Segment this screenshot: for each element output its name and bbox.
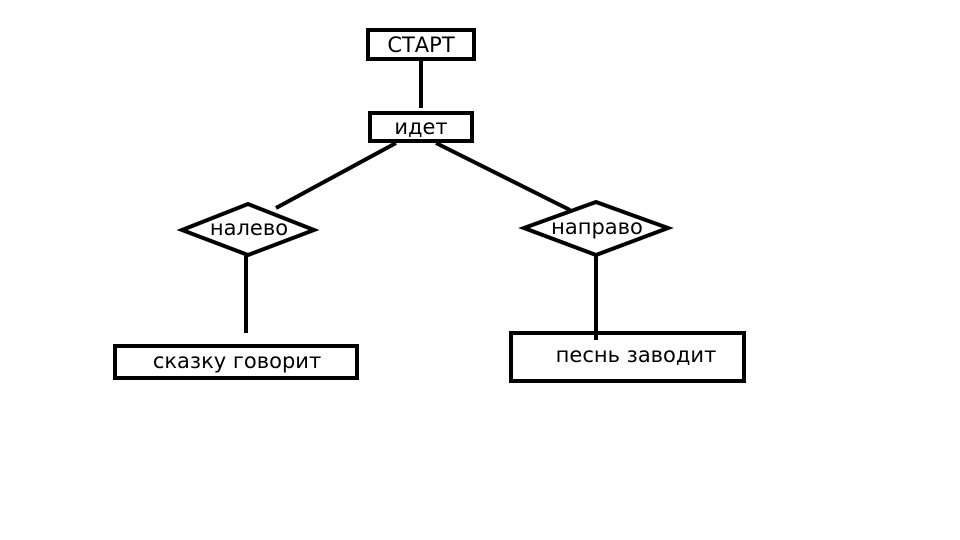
left-decision-label: налево [210,216,288,240]
start-node: СТАРТ [366,28,476,61]
left-decision-node: налево [176,201,320,258]
right-decision-diamond [518,199,674,258]
right-decision-label: направо [551,215,643,239]
right-result-label: песнь заводит [556,343,717,367]
left-decision-diamond [176,201,320,258]
walk-box [368,111,474,143]
left-result-node: сказку говорит [113,344,359,380]
left-result-label: сказку говорит [153,349,321,373]
right-result-node: песнь заводит [509,331,746,383]
right-decision-node: направо [518,199,674,258]
walk-node: идет [368,111,474,143]
connector-walk-to-right [435,141,571,212]
start-box [366,28,476,61]
walk-label: идет [394,115,447,139]
left-result-box [113,344,359,380]
connector-walk-to-left [275,141,397,210]
start-label: СТАРТ [387,33,455,57]
right-result-box [509,331,746,383]
